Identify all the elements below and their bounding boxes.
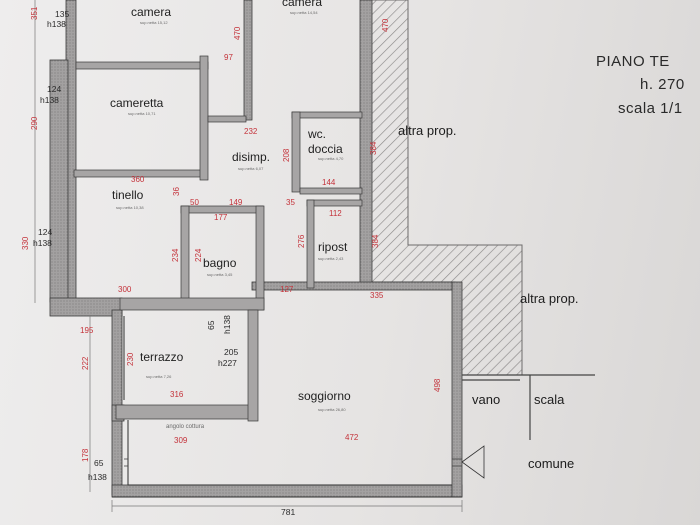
room-ripostiglio-area: sup.netta 2,43: [318, 256, 344, 261]
dim-177: 177: [214, 213, 228, 222]
dim-178: 178: [81, 448, 90, 462]
dim-127: 127: [280, 285, 294, 294]
dim-232: 232: [244, 127, 258, 136]
angolo-cottura-label: angolo cottura: [166, 424, 205, 430]
dim-330: 330: [21, 236, 30, 250]
dim-205: 205: [224, 347, 238, 357]
plan-height: h. 270: [640, 76, 685, 93]
dim-335: 335: [370, 291, 384, 300]
neighbour-property-hatch: [369, 0, 523, 376]
room-camera-left-area: sup.netta 15,12: [140, 20, 168, 25]
dim-781: 781: [281, 507, 295, 517]
room-disimpegno-area: sup.netta 6,07: [238, 166, 264, 171]
altra-prop-label-right: altra prop.: [520, 291, 579, 306]
room-cameretta-area: sup.netta 10,71: [128, 111, 156, 116]
dim-384: 384: [369, 141, 378, 155]
dim-65-vertical: 65: [206, 320, 216, 330]
room-doccia: doccia: [308, 142, 343, 156]
room-tinello: tinello: [112, 188, 144, 202]
room-tinello-area: sup.netta 10,38: [116, 205, 144, 210]
dim-234: 234: [171, 248, 180, 262]
dim-208: 208: [282, 148, 291, 162]
room-cameretta: cameretta: [110, 96, 164, 110]
dim-230: 230: [126, 352, 135, 366]
dim-h138-vertical: h138: [222, 315, 232, 334]
dim-470-right: 470: [381, 18, 390, 32]
room-camera-right-area: sup.netta 14,54: [290, 10, 318, 15]
room-ripostiglio: ripost: [318, 240, 348, 254]
room-camera-left: camera: [131, 5, 171, 19]
room-soggiorno-area: sup.netta 26,80: [318, 407, 346, 412]
scala-label: scala: [534, 392, 565, 407]
dim-124-b: 124: [38, 227, 52, 237]
dim-300: 300: [118, 285, 132, 294]
room-bagno: bagno: [203, 256, 237, 270]
room-wc-area: sup.netta 4,70: [318, 156, 344, 161]
exterior-walls: [49, 0, 463, 498]
room-disimpegno: disimp.: [232, 150, 270, 164]
dim-h138-d: h138: [88, 472, 107, 482]
dim-224: 224: [194, 248, 203, 262]
dim-222: 222: [81, 356, 90, 370]
comune-label: comune: [528, 456, 574, 471]
dim-144: 144: [322, 178, 336, 187]
dim-360: 360: [131, 175, 145, 184]
interior-walls: [73, 55, 363, 422]
dim-290: 290: [30, 116, 39, 130]
altra-prop-label-top: altra prop.: [398, 123, 457, 138]
room-bagno-area: sup.netta 3,45: [207, 272, 233, 277]
dim-309: 309: [174, 436, 188, 445]
dim-h138-a: h138: [47, 19, 66, 29]
windows: [124, 445, 485, 479]
plan-title: PIANO TE: [596, 53, 670, 70]
dim-35: 35: [286, 198, 295, 207]
vano-label: vano: [472, 392, 500, 407]
dim-316: 316: [170, 390, 184, 399]
room-soggiorno: soggiorno: [298, 389, 351, 403]
dim-470: 470: [233, 26, 242, 40]
room-wc: wc.: [307, 127, 326, 141]
dim-472: 472: [345, 433, 359, 442]
dim-276: 276: [297, 234, 306, 248]
dim-351: 351: [30, 6, 39, 20]
dim-384-lower: 384: [371, 234, 380, 248]
dim-h138-c: h138: [33, 238, 52, 248]
dim-50: 50: [190, 198, 199, 207]
dim-195: 195: [80, 326, 94, 335]
bottom-dimension-line: [111, 500, 463, 512]
room-terrazzo-area: sup.netta 7,26: [146, 374, 172, 379]
dim-65: 65: [94, 458, 104, 468]
dim-149: 149: [229, 198, 243, 207]
plan-outline: [112, 316, 462, 498]
dim-97: 97: [224, 53, 233, 62]
left-dimension-lines: [34, 0, 91, 492]
dim-124-a: 124: [47, 84, 61, 94]
room-terrazzo: terrazzo: [140, 350, 184, 364]
room-camera-right: camera: [282, 0, 322, 9]
dim-135: 135: [55, 9, 69, 19]
dim-h227: h227: [218, 358, 237, 368]
dim-498: 498: [433, 378, 442, 392]
dim-112: 112: [329, 209, 342, 218]
plan-scale: scala 1/1: [618, 100, 683, 117]
stair-shaft-lines: [462, 374, 595, 440]
dim-h138-b: h138: [40, 95, 59, 105]
dim-36: 36: [172, 187, 181, 196]
